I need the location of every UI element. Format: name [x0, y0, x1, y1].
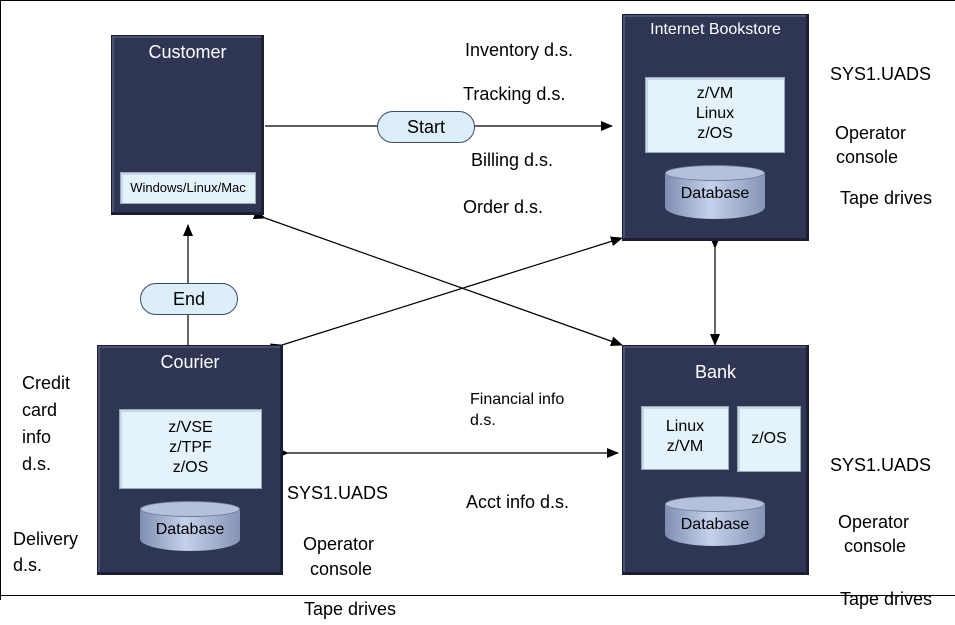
frame-border-left — [0, 0, 1, 600]
courier-title: Courier — [160, 352, 220, 372]
bank-console-label: console — [844, 536, 907, 556]
courier-sys1uads-label: SYS1.UADS — [287, 483, 389, 503]
bookstore-database: Database — [665, 165, 765, 219]
bank-os-box-right: z/OS — [737, 406, 801, 472]
courier-console-label: console — [310, 559, 373, 579]
frame-border-bottom — [0, 595, 955, 596]
end-label: End — [172, 289, 206, 309]
courier-os-zvse: z/VSE — [168, 419, 213, 436]
courier-database-label: Database — [155, 521, 225, 538]
credit-label-1: Credit — [22, 373, 71, 393]
bank-os-zvm: z/VM — [666, 438, 704, 455]
order-ds-label: Order d.s. — [463, 197, 544, 217]
courier-os-zos: z/OS — [172, 459, 209, 476]
bookstore-node: Internet Bookstore z/VM Linux z/OS Datab… — [622, 14, 809, 241]
customer-title: Customer — [148, 42, 227, 62]
bank-os-box-left: Linux z/VM — [641, 406, 729, 470]
bank-database: Database — [665, 496, 765, 546]
bookstore-os-linux: Linux — [695, 105, 735, 122]
bookstore-os-box: z/VM Linux z/OS — [645, 77, 785, 153]
credit-label-3: info — [22, 427, 52, 447]
bank-sys1uads-label: SYS1.UADS — [830, 455, 932, 475]
delivery-label-1: Delivery — [13, 529, 79, 549]
bank-os-zos: z/OS — [751, 430, 787, 447]
inventory-ds-label: Inventory d.s. — [465, 40, 574, 60]
courier-tape-label: Tape drives — [304, 599, 397, 619]
bookstore-os-zvm: z/VM — [696, 85, 734, 102]
credit-label-2: card — [22, 400, 58, 420]
credit-label-4: d.s. — [22, 454, 52, 474]
start-pill: Start — [377, 111, 475, 143]
financial-info-label-2: d.s. — [470, 412, 496, 429]
courier-node: Courier z/VSE z/TPF z/OS Database — [97, 345, 283, 575]
bookstore-tape-label: Tape drives — [840, 188, 933, 208]
courier-database: Database — [140, 501, 240, 551]
customer-os-label: Windows/Linux/Mac — [130, 180, 246, 195]
end-pill: End — [140, 283, 238, 315]
billing-ds-label: Billing d.s. — [471, 150, 554, 170]
bank-operator-label: Operator — [838, 512, 910, 532]
bookstore-title: Internet Bookstore — [650, 21, 781, 38]
bookstore-console-label: console — [836, 147, 899, 167]
courier-os-ztpf: z/TPF — [169, 439, 212, 456]
arrow-customer-bank — [252, 209, 623, 347]
bank-node: Bank Linux z/VM z/OS Database — [622, 345, 809, 575]
bookstore-database-label: Database — [680, 185, 750, 202]
financial-info-label-1: Financial info — [470, 391, 565, 408]
acct-info-label: Acct info d.s. — [466, 492, 570, 512]
bank-os-linux: Linux — [665, 418, 705, 435]
bank-tape-label: Tape drives — [840, 589, 933, 609]
courier-operator-label: Operator — [303, 534, 375, 554]
bank-database-label: Database — [680, 516, 750, 533]
start-label: Start — [406, 117, 445, 137]
bookstore-sys1uads-label: SYS1.UADS — [830, 64, 932, 84]
arrow-courier-bookstore — [270, 236, 623, 354]
customer-os-box: Windows/Linux/Mac — [120, 172, 256, 204]
delivery-label-2: d.s. — [13, 555, 43, 575]
frame-border-top — [0, 0, 955, 1]
tracking-ds-label: Tracking d.s. — [463, 84, 566, 104]
courier-os-box: z/VSE z/TPF z/OS — [119, 409, 262, 489]
bookstore-os-zos: z/OS — [697, 125, 733, 142]
bookstore-operator-label: Operator — [835, 123, 907, 143]
bank-title: Bank — [694, 362, 737, 382]
customer-node: Customer Windows/Linux/Mac — [111, 35, 264, 215]
